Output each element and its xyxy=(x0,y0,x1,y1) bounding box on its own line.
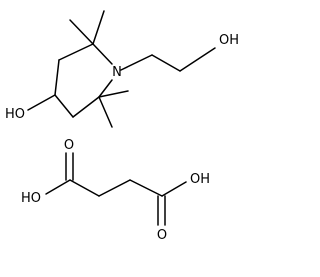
ring-bond-c3-c2 xyxy=(58,43,94,61)
acid-left-carbonyl-label: O xyxy=(64,138,74,153)
ring-bond-c6-c5 xyxy=(72,96,100,118)
piperidinol-molecule: N HO OH xyxy=(5,10,239,128)
acid-right-hydroxyl-label: OH xyxy=(190,172,210,187)
chain-bond-cb-o xyxy=(179,47,216,72)
ring-bond-n-c6 xyxy=(98,79,113,98)
hydroxyl-bond-c4 xyxy=(27,94,56,111)
acid-bond-c1-c2 xyxy=(69,179,100,197)
acid-left-bond-c-oh xyxy=(45,179,71,195)
acid-right-carbonyl-label: O xyxy=(157,228,167,243)
acid-left-hydroxyl-label: HO xyxy=(21,191,41,206)
succinic-acid-molecule: HO O OH O xyxy=(21,138,210,243)
methyl-bond-c2-b xyxy=(92,10,105,45)
acid-bond-c2-c3 xyxy=(98,179,131,197)
ring-bond-c4-c3 xyxy=(54,59,60,96)
ring-hydroxyl-label: HO xyxy=(5,107,25,122)
ring-bond-c2-n xyxy=(92,43,113,65)
chain-hydroxyl-label: OH xyxy=(219,33,239,48)
chemical-structure: N HO OH HO O OH O xyxy=(5,10,239,243)
acid-bond-c3-c4 xyxy=(129,179,163,197)
methyl-bond-c6-b xyxy=(98,96,113,128)
chain-bond-n-ca xyxy=(120,54,153,71)
acid-right-bond-c-oh xyxy=(161,181,187,197)
ring-bond-c5-c4 xyxy=(54,94,74,118)
methyl-bond-c6-a xyxy=(98,90,129,98)
methyl-bond-c2-a xyxy=(69,19,94,45)
chain-bond-ca-cb xyxy=(151,54,181,72)
nitrogen-atom-label: N xyxy=(112,65,122,80)
